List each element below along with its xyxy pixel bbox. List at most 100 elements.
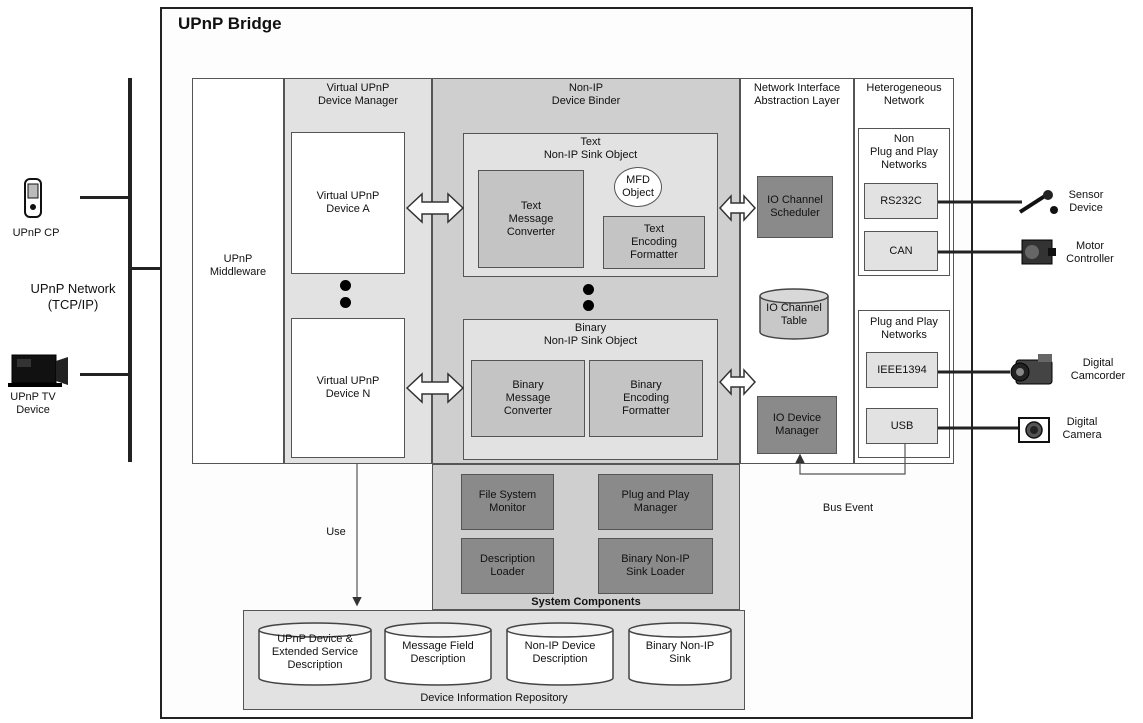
repo-item-4-line1: Binary Non-IP [645,640,715,652]
sink-loader-line2: Sink Loader [626,566,685,578]
rs232c-box: RS232C [864,183,938,219]
device-manager-line1: IO Device [772,412,822,424]
text-converter-line3: Converter [506,225,556,238]
upnp-network-bus [128,78,132,462]
tv-label-line2: Device [16,404,50,416]
repo-item-2-line1: Message Field [402,640,474,652]
can-box: CAN [864,231,938,271]
text-message-converter: Text Message Converter [478,170,584,268]
pnp-title: Plug and Play Networks [858,316,950,342]
vdm-title-line1: Virtual UPnP [326,82,390,94]
non-pnp-line3: Networks [881,159,927,171]
binary-sink-loader: Binary Non-IP Sink Loader [598,538,713,594]
table-line2: Table [780,315,808,327]
tv-icon [8,354,68,387]
plug-and-play-manager: Plug and Play Manager [598,474,713,530]
text-formatter-line2: Encoding [631,236,677,248]
fs-monitor-line2: Monitor [489,502,526,514]
vdm-title: Virtual UPnP Device Manager [284,82,432,108]
camera-line2: Camera [1062,429,1102,441]
repo-item-1-line2: Extended Service [271,646,359,658]
repo-item-1-line1: UPnP Device & [277,633,353,645]
motor-line1: Motor [1075,240,1105,252]
non-pnp-title: Non Plug and Play Networks [858,133,950,172]
pnp-line2: Networks [881,329,927,341]
non-pnp-line2: Plug and Play [870,146,938,158]
desc-loader-line1: Description [479,553,536,565]
nial-title-line1: Network Interface [753,82,841,94]
repo-cylinder [258,622,372,686]
use-label: Use [326,526,346,538]
virtual-device-n-line2: Device N [325,388,371,400]
repo-item-3-line2: Description [532,653,588,665]
usb-box: USB [866,408,938,444]
binary-sink-title: Binary Non-IP Sink Object [463,322,718,348]
binary-converter-line2: Message [505,392,551,404]
repo-item-4-label: Binary Non-IP Sink [627,640,733,666]
camera-line1: Digital [1066,416,1098,428]
cp-connector [80,196,130,199]
pnp-manager-line2: Manager [633,502,678,514]
camera-icon [1018,417,1050,443]
binary-formatter-line2: Encoding [623,392,669,404]
text-sink-title: Text Non-IP Sink Object [463,136,718,162]
bus-event-arrow [795,444,906,475]
repo-item-3-label: Non-IP Device Description [505,640,615,666]
ellipsis-dot [583,300,594,311]
non-pnp-line1: Non [893,133,915,145]
virtual-device-n: Virtual UPnP Device N [291,318,405,458]
io-device-manager: IO Device Manager [757,396,837,454]
repo-cylinder [384,622,492,686]
device-manager-line2: Manager [775,425,819,437]
repo-item-2-label: Message Field Description [383,640,493,666]
binary-encoding-formatter: Binary Encoding Formatter [589,360,703,437]
bridge-title: UPnP Bridge [178,14,282,33]
description-loader: Description Loader [461,538,554,594]
table-line1: IO Channel [766,302,822,314]
repo-cylinder [506,622,614,686]
ellipsis-dot [340,297,351,308]
cp-label: UPnP CP [12,227,60,239]
scheduler-line1: IO Channel [767,194,823,206]
binary-converter-line3: Converter [503,405,553,417]
repo-item-3-line1: Non-IP Device [524,640,596,652]
virtual-device-a-line2: Device A [326,203,370,215]
binary-message-converter: Binary Message Converter [471,360,585,437]
binary-formatter-line3: Formatter [622,405,670,417]
tv-label-line1: UPnP TV [10,391,56,403]
repo-item-1-line3: Description [287,659,343,671]
mfd-object-line2: Object [622,187,654,199]
bus-event-label: Bus Event [822,502,874,514]
vdm-title-line2: Device Manager [317,95,399,107]
desc-loader-line2: Loader [490,566,525,578]
text-encoding-formatter: Text Encoding Formatter [603,216,705,269]
pnp-line1: Plug and Play [870,316,938,328]
hetero-title-line1: Heterogeneous [866,82,942,94]
device-links [938,200,1022,430]
network-label-line1: UPnP Network [30,281,116,296]
nial-title-line2: Abstraction Layer [754,95,840,107]
text-sink-title-line2: Non-IP Sink Object [543,149,638,161]
text-converter-line1: Text [520,199,542,212]
text-formatter-line3: Formatter [630,249,678,261]
motor-label: Motor Controller [1058,240,1122,266]
repo-item-2-line2: Description [410,653,466,665]
repo-item-1-label: UPnP Device & Extended Service Descripti… [257,633,373,672]
network-label: UPnP Network (TCP/IP) [14,281,132,313]
middleware-label: UPnP Middleware [192,253,284,279]
io-channel-table-cylinder [759,288,829,340]
virtual-device-a-line1: Virtual UPnP [316,190,380,202]
scheduler-line2: Scheduler [770,207,820,219]
ellipsis-dot [340,280,351,291]
binary-formatter-line1: Binary [630,379,662,391]
binder-title-line1: Non-IP [568,82,604,94]
binary-sink-title-line2: Non-IP Sink Object [543,335,638,347]
hetero-title: Heterogeneous Network [854,82,954,108]
motor-icon [1021,239,1056,265]
middleware-label-line2: Middleware [209,266,267,278]
nial-title: Network Interface Abstraction Layer [740,82,854,108]
repository-title: Device Information Repository [420,692,568,704]
tv-label: UPnP TV Device [0,391,66,417]
middleware-label-line1: UPnP [223,253,253,265]
